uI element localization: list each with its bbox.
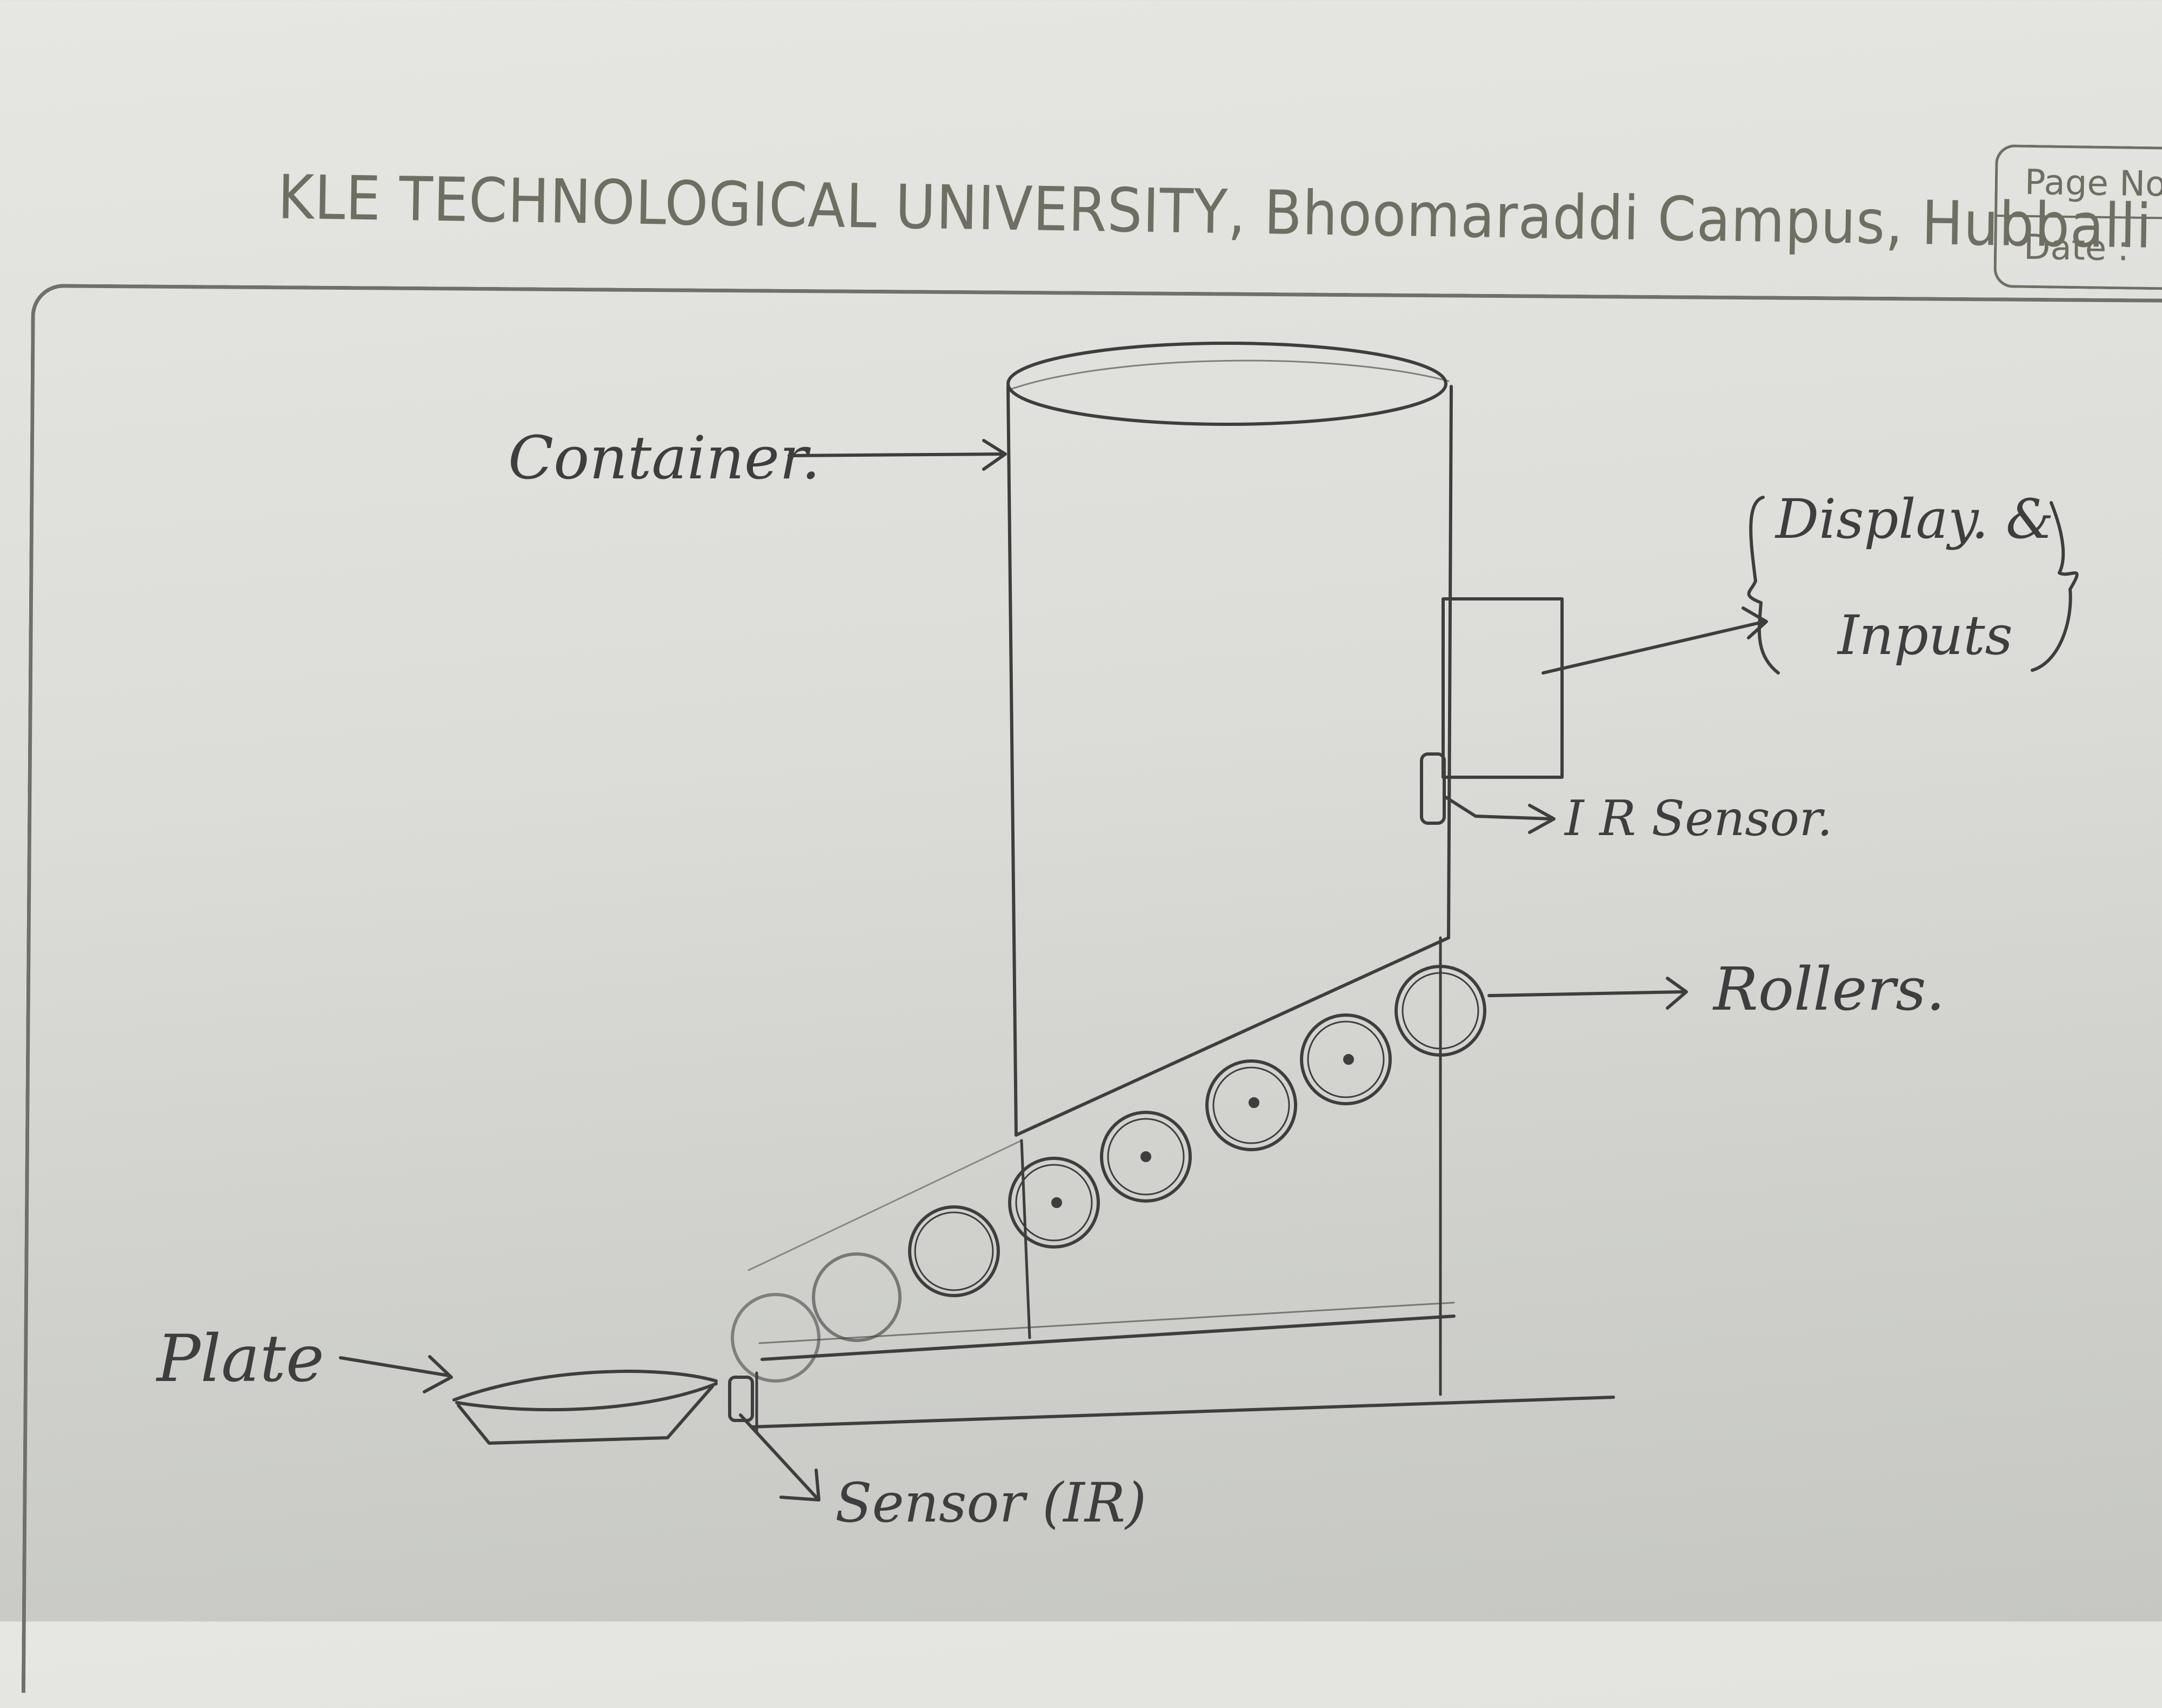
roller: [731, 1293, 820, 1383]
rollers: [731, 965, 1486, 1383]
dispenser-sketch: Container. Display. & Inputs I R Sensor.…: [156, 342, 2079, 1534]
roller: [908, 1205, 1000, 1297]
ir-sensor-label: I R Sensor.: [1564, 790, 1833, 847]
bottom-sensor-label: Sensor (IR): [835, 1471, 1146, 1534]
sensor-arrow: [739, 1413, 820, 1502]
plate-arrow: [339, 1355, 453, 1393]
container-ir-sensor: [1420, 752, 1446, 825]
roller: [1205, 1059, 1297, 1151]
display-label-line1: Display. &: [1774, 488, 2054, 551]
display-braces: [1747, 496, 2079, 675]
display-label-line2: Inputs: [1837, 604, 2013, 667]
ir-sensor-arrow: [1444, 796, 1556, 834]
rollers-arrow: [1487, 977, 1688, 1010]
roller: [812, 1252, 902, 1342]
roller: [1100, 1111, 1192, 1203]
container-arrow: [788, 439, 1007, 471]
display-arrow: [1542, 606, 1768, 675]
roller: [1394, 965, 1486, 1057]
display-inputs-box: [1442, 597, 1564, 779]
bottom-ir-sensor: [728, 1376, 754, 1422]
roller: [1008, 1157, 1100, 1249]
container-cylinder: [1006, 342, 1453, 1396]
arrows: [339, 439, 1768, 1502]
container-label: Container.: [508, 423, 820, 492]
plate-label: Plate: [156, 1322, 324, 1397]
rollers-label: Rollers.: [1712, 955, 1945, 1024]
roller: [1300, 1013, 1392, 1105]
plate: [452, 1370, 718, 1445]
